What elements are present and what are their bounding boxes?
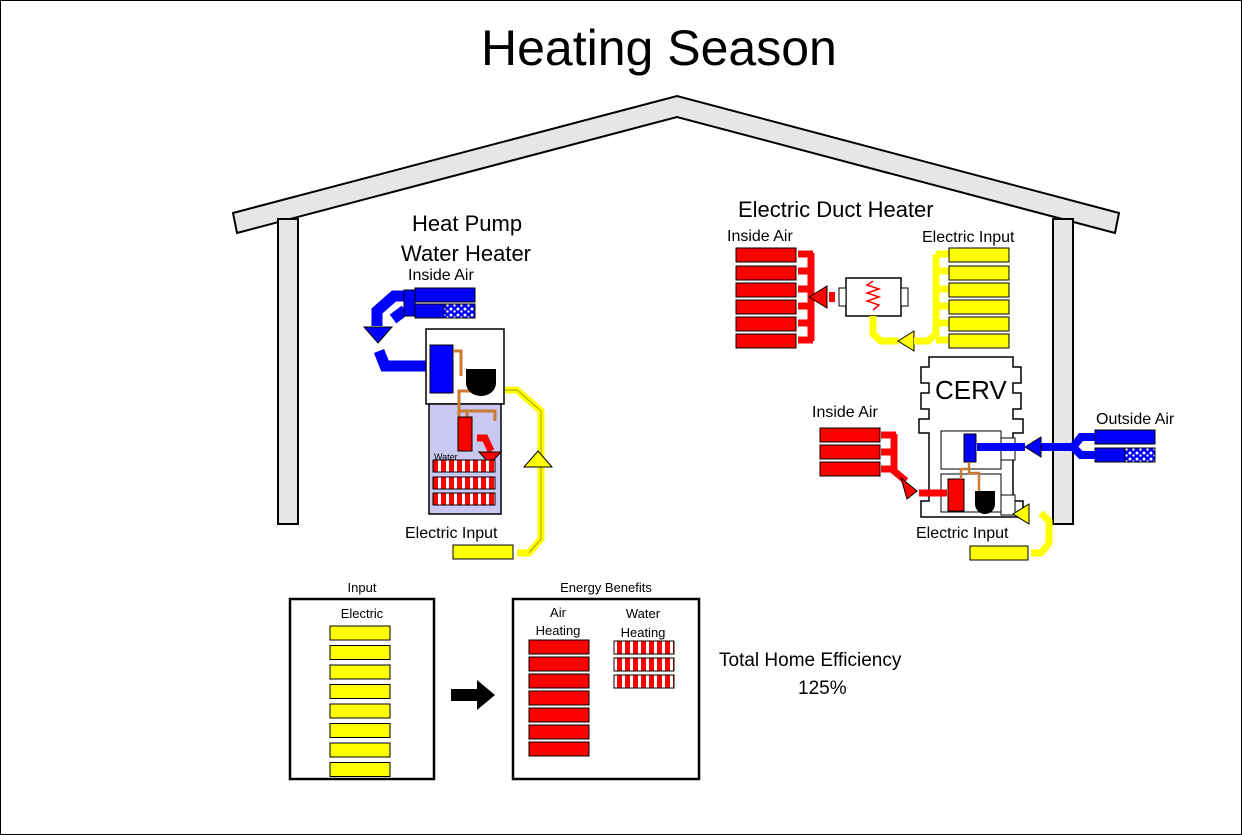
input-electric-block-6 [329,723,391,738]
air-heating-block-6 [528,724,590,740]
cerv-blue-arrow [1024,436,1042,458]
input-heading: Input [347,580,377,595]
cerv-evaporator [963,433,977,463]
summary-panel [288,597,701,781]
hpwh-blue-air-arrow [362,326,394,344]
duct-heater-coil [864,280,882,311]
water-heading-line1: Water [625,606,661,621]
water-heating-block-2 [613,657,675,672]
air-heating-block-7 [528,741,590,757]
input-blocks [329,625,391,777]
duct-yellow-arrow [897,330,915,352]
cerv-unit [819,356,1156,561]
input-electric-block-2 [329,645,391,660]
hpwh-refrigerant-pipe [453,349,497,449]
hpwh-unit [362,287,554,560]
hpwh-electric-input-label: Electric Input [405,525,498,542]
input-electric-block-7 [329,742,391,758]
page-title: Heating Season [481,20,837,76]
hpwh-red-air-arrow [477,451,503,465]
cerv-electric-input-label: Electric Input [916,525,1009,542]
hpwh-blue-air-path [371,290,429,372]
air-heating-block-1 [528,639,590,655]
air-heating-block-2 [528,656,590,672]
duct-heater-title: Electric Duct Heater [738,197,934,222]
efficiency-label: Total Home Efficiency [719,650,902,671]
hpwh-electric-arrow [522,450,554,468]
air-heating-block-4 [528,690,590,706]
hpwh-water-label: Water [434,452,458,462]
cerv-label: CERV [935,375,1007,405]
hpwh-title-line1: Heat Pump [412,211,523,236]
hpwh-condenser [457,416,473,452]
hpwh-title-line2: Water Heater [401,241,532,266]
cerv-outside-air-label: Outside Air [1096,411,1175,428]
duct-inside-air-label: Inside Air [727,228,793,245]
water-heating-blocks [613,640,675,689]
hpwh-electric-block [452,544,514,560]
duct-electric-input-label: Electric Input [922,229,1015,246]
cerv-condenser [947,478,965,512]
input-electric-block-8 [329,762,391,777]
cerv-yellow-arrow [1012,503,1030,525]
cerv-inside-air-label: Inside Air [812,404,878,421]
input-electric-block-3 [329,664,391,680]
house-roof [231,94,1121,235]
input-electric-block-4 [329,684,391,699]
air-heading-line1: Air [550,605,566,620]
air-heading-line2: Heating [535,623,581,638]
air-heating-blocks [528,639,590,757]
water-heating-block-1 [613,640,675,655]
house-left-wall [277,218,299,525]
input-electric-label: Electric [340,606,384,621]
duct-heater-unit [735,247,1010,352]
hpwh-water-bar-2 [432,476,496,490]
input-electric-block-1 [329,625,391,641]
benefits-heading: Energy Benefits [560,580,652,595]
input-electric-block-5 [329,703,391,719]
water-heading-line2: Heating [620,625,666,640]
duct-red-arrow [808,285,828,309]
flow-arrow [451,680,495,710]
hpwh-inside-air-block [414,287,476,303]
cerv-red-arrow [900,476,918,500]
hpwh-water-bar-3 [432,492,496,506]
house-right-wall [1052,218,1074,525]
water-heating-block-3 [613,674,675,689]
hpwh-electric-path [505,386,545,557]
air-heating-block-3 [528,673,590,689]
air-heating-block-5 [528,707,590,723]
efficiency-value: 125% [798,678,847,699]
hpwh-evaporator [429,344,454,394]
hpwh-water-bar-1 [432,459,496,473]
hpwh-inside-air-label: Inside Air [408,267,474,284]
